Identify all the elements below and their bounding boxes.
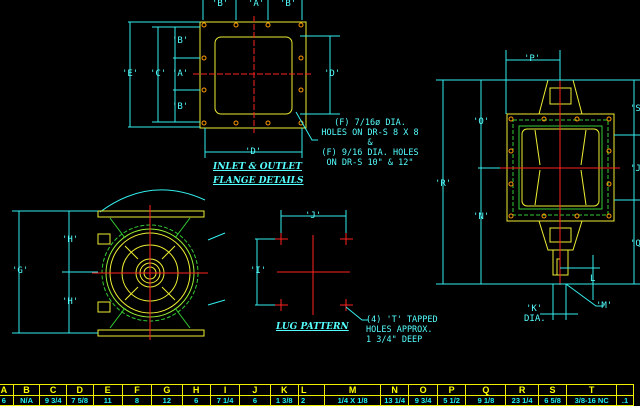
holes-note: (F) 7/16ø DIA. HOLES ON DR-S 8 X 8 & (F)…: [321, 118, 419, 168]
header-e: E: [92, 384, 123, 396]
dim-label-i: 'I': [250, 266, 267, 276]
dim-label-g: 'G': [12, 266, 29, 276]
header-a: A: [0, 384, 14, 396]
dim-label-a: 'A': [172, 69, 189, 79]
header-o: O: [408, 384, 438, 396]
dim-label-b: 'B': [280, 0, 297, 9]
flange-title: INLET & OUTLET FLANGE DETAILS: [213, 160, 304, 188]
value-f: 8: [121, 395, 153, 406]
dim-label-b: 'B': [212, 0, 229, 9]
dim-label-a: 'A': [248, 0, 265, 9]
dim-label-d: 'D': [245, 147, 262, 157]
header-q: Q: [465, 384, 507, 396]
value-b: N/A: [12, 395, 41, 406]
dim-label-b: 'B': [172, 36, 189, 46]
dim-label-s: 'S': [630, 104, 640, 114]
dim-label-k: 'K': [526, 304, 543, 314]
dim-label-p: 'P': [524, 54, 541, 64]
table-header-row: A B C D E F G H I J K L M N O P Q R S T: [0, 384, 634, 396]
header-m: M: [324, 384, 381, 396]
value-l: 2: [298, 395, 326, 406]
flange-title-line1: INLET & OUTLET: [213, 162, 302, 172]
dim-label-l: L: [590, 274, 596, 284]
value-n: 13 1/4: [379, 395, 410, 406]
dim-label-e: 'E': [122, 69, 139, 79]
value-o: 9 3/4: [408, 395, 438, 406]
header-r: R: [505, 384, 539, 396]
header-g: G: [151, 384, 183, 396]
dim-label-h: 'H': [62, 297, 79, 307]
value-i: 7 1/4: [209, 395, 241, 406]
dim-label-q: 'Q': [630, 239, 640, 249]
dim-label-n: 'N': [473, 212, 490, 222]
value-h: 6: [181, 395, 211, 406]
tapped-holes-note: (4) 'T' TAPPED HOLES APPROX. 1 3/4" DEEP: [366, 315, 438, 345]
value-d: 7 5/8: [65, 395, 94, 406]
dim-label-h: 'H': [62, 235, 79, 245]
flange-title-line2: FLANGE DETAILS: [213, 176, 304, 186]
flange-detail: [128, 0, 340, 158]
header-h: H: [181, 384, 211, 396]
header-s: S: [537, 384, 568, 396]
header-b: B: [12, 384, 41, 396]
value-r: 23 1/4: [505, 395, 539, 406]
dim-label-c: 'C': [150, 69, 167, 79]
value-e: 11: [92, 395, 123, 406]
value-s: 6 5/8: [537, 395, 568, 406]
value-j: 6: [239, 395, 271, 406]
header-l: L: [298, 384, 326, 396]
value-k: 1 3/8: [269, 395, 300, 406]
header-p: P: [436, 384, 467, 396]
value-g: 12: [151, 395, 183, 406]
header-n: N: [379, 384, 410, 396]
lug-pattern: [255, 210, 368, 321]
lug-title: LUG PATTERN: [276, 322, 349, 332]
dim-label-o: 'O': [473, 117, 490, 127]
valve-side-view: [12, 189, 226, 340]
dimension-table: A B C D E F G H I J K L M N O P Q R S T …: [0, 384, 634, 406]
header-k: K: [269, 384, 300, 396]
header-j: J: [239, 384, 271, 396]
dim-label-b: 'B': [172, 102, 189, 112]
header-c: C: [39, 384, 67, 396]
dim-label-d: 'D': [324, 69, 341, 79]
dim-label-j: 'J': [305, 211, 322, 221]
header-f: F: [121, 384, 153, 396]
dim-label-k-dia: DIA.: [524, 314, 546, 324]
value-q: 9 1/8: [465, 395, 507, 406]
valve-front-view: [436, 50, 640, 320]
bolt-holes: [201, 22, 304, 126]
header-i: I: [209, 384, 241, 396]
table-value-row: 6 N/A 9 3/4 7 5/8 11 8 12 6 7 1/4 6 1 3/…: [0, 395, 634, 406]
value-c: 9 3/4: [39, 395, 67, 406]
value-t: 3/8-16 NC: [566, 395, 618, 406]
value-m: 1/4 X 1/8: [324, 395, 381, 406]
dim-label-j-right: 'J': [630, 164, 640, 174]
header-t: T: [566, 384, 618, 396]
value-extra: .1: [616, 395, 634, 406]
header-d: D: [65, 384, 94, 396]
dim-label-r: 'R': [435, 179, 452, 189]
header-extra: [616, 384, 634, 396]
dim-label-m: 'M': [596, 301, 613, 311]
value-p: 5 1/2: [436, 395, 467, 406]
value-a: 6: [0, 395, 14, 406]
